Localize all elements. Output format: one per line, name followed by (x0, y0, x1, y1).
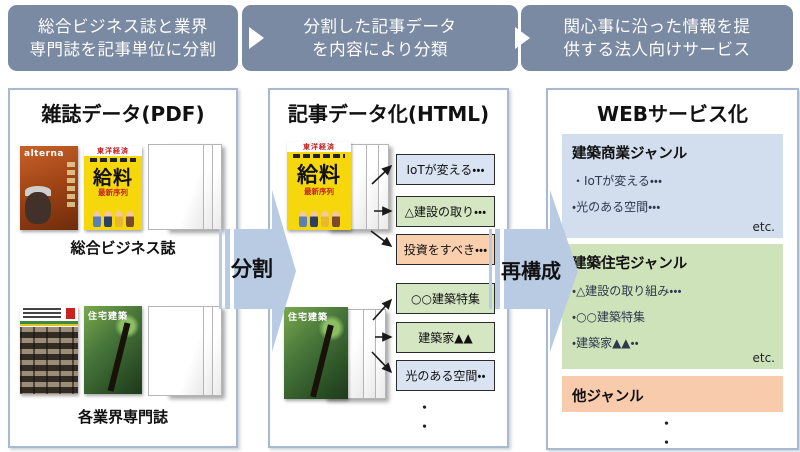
genre-name: 建築商業ジャンル (572, 146, 688, 162)
article-box: 投資をすべき・・・ (396, 234, 495, 265)
panel-title: 記事データ化(HTML) (287, 102, 490, 126)
flow-step-text-line: 総合ビジネス誌と業界 (38, 16, 208, 36)
genre-name: 建築住宅ジャンル (572, 256, 688, 272)
toyokeizai-subhead: 最新序列 (304, 187, 334, 196)
panel-article-data: 記事データ化(HTML) 東洋経済 給料 最新序列 (268, 88, 509, 448)
flow-step-split-source: 総合ビジネス誌と業界 専門誌を記事単位に分割 (8, 5, 238, 71)
jutaku-masthead: 住宅建築 (288, 313, 329, 323)
article-split-arrows (370, 164, 393, 374)
blank-page-stack (148, 144, 228, 232)
person-figure (331, 211, 340, 227)
building-photo (20, 327, 78, 394)
panel-title: 雑誌データ(PDF) (41, 102, 205, 126)
restructure-arrow-icon (489, 190, 578, 352)
flow-step-text-line: 専門誌を記事単位に分割 (29, 40, 217, 59)
flow-step-text-line: 分割した記事データ (303, 16, 457, 36)
toyokeizai-headline: 給料 (92, 167, 133, 189)
article-box: IoTが変える・・・ (396, 154, 495, 185)
dot: ・ (660, 435, 674, 451)
people-illustration (84, 211, 142, 227)
article-box: 光のある空間・・ (396, 360, 495, 391)
person-figure (298, 211, 307, 227)
continuation-dots: ・ ・ (660, 416, 673, 452)
genre-item: ・△建設の取り組み・・・ (572, 284, 682, 298)
portrait-face-shape (25, 192, 51, 224)
panel-title: WEBサービス化 (597, 102, 748, 126)
continuation-dots: ・ ・ (418, 400, 431, 438)
flow-step-classify: 分割した記事データ を内容により分類 (242, 5, 518, 71)
jutaku-masthead: 住宅建築 (88, 312, 129, 322)
genre-item: ・建築家▲▲・・ (572, 336, 639, 350)
jutaku-magazine-cover: 住宅建築 (284, 307, 348, 399)
person-figure (125, 211, 134, 227)
building-magazine-cover (20, 306, 78, 394)
toyokeizai-magazine-cover: 東洋経済 給料 最新序列 (84, 146, 142, 230)
toyokeizai-magazine-cover: 東洋経済 給料 最新序列 (287, 142, 351, 230)
jutaku-magazine-cover: 住宅建築 (84, 306, 142, 394)
toyokeizai-masthead: 東洋経済 (303, 143, 335, 151)
toyokeizai-subhead: 最新序列 (98, 188, 128, 197)
genre-name: 他ジャンル (572, 389, 644, 405)
dot: ・ (418, 419, 432, 435)
split-arrow-label: 分割 (231, 257, 273, 281)
blank-page-stack (148, 306, 228, 398)
panel-magazine-data: 雑誌データ(PDF) alterna 東洋経済 給料 最新序列 (8, 88, 238, 448)
page-sheet (148, 306, 204, 396)
article-box: 建築家▲▲ (396, 322, 495, 353)
cover-yellow-line (20, 324, 78, 326)
person-figure (114, 211, 123, 227)
toyokeizai-masthead: 東洋経済 (97, 147, 129, 155)
cover-small-text-decoration (293, 154, 345, 158)
portrait-hair-shape (25, 186, 51, 196)
magazine-with-pages: 住宅建築 (284, 307, 386, 403)
business-magazines-label: 総合ビジネス誌 (70, 239, 176, 257)
alterna-masthead: alterna (24, 149, 64, 159)
industry-magazines-label: 各業界専門誌 (77, 408, 168, 426)
etc-label: etc. (752, 220, 776, 234)
etc-label: etc. (752, 351, 776, 365)
cover-side-text-decoration (67, 162, 75, 210)
flow-arrow-icon (515, 27, 530, 49)
flow-step-text-line: 関心事に沿った情報を提 (563, 16, 751, 36)
cover-top-band: 東洋経済 (84, 146, 142, 156)
flow-step-service: 関心事に沿った情報を提 供する法人向けサービス (521, 5, 793, 71)
panel-web-service: WEBサービス化 建築商業ジャンル ・IoTが変える・・・ ・光のある空間・・・… (546, 88, 799, 452)
dot: ・ (418, 401, 432, 416)
page-sheet (148, 144, 204, 230)
flow-step-text-line: を内容により分類 (312, 40, 448, 59)
restructure-arrow-label: 再構成 (501, 259, 561, 283)
genre-item: ・○○建築特集 (572, 310, 646, 324)
genre-item: ・光のある空間・・・ (572, 200, 661, 214)
magazine-with-pages: 東洋経済 給料 最新序列 (287, 142, 389, 234)
flow-step-text-line: 供する法人向けサービス (563, 40, 751, 59)
alterna-magazine-cover: alterna (20, 146, 78, 230)
person-figure (92, 211, 101, 227)
dot: ・ (660, 417, 674, 432)
building-masthead-decoration (23, 308, 61, 318)
genre-box-commercial: 建築商業ジャンル ・IoTが変える・・・ ・光のある空間・・・ etc. (562, 134, 783, 238)
split-arrow-icon (219, 190, 296, 352)
cover-green-line (20, 321, 78, 324)
person-figure (320, 211, 329, 227)
cover-small-text-decoration (89, 158, 137, 162)
genre-box-residential: 建築住宅ジャンル ・△建設の取り組み・・・ ・○○建築特集 ・建築家▲▲・・ e… (562, 244, 783, 369)
cover-red-box (66, 308, 75, 319)
genre-item: ・IoTが変える・・・ (572, 174, 663, 188)
person-figure (309, 211, 318, 227)
toyokeizai-headline: 給料 (297, 163, 341, 187)
article-box: △建設の取り・・・ (396, 196, 495, 227)
flow-arrow-icon (249, 27, 264, 49)
cover-top-band: 東洋経済 (287, 142, 351, 152)
genre-box-other: 他ジャンル (562, 376, 783, 412)
person-figure (103, 211, 112, 227)
people-illustration (287, 211, 351, 227)
article-box: ○○建築特集 (396, 283, 495, 314)
